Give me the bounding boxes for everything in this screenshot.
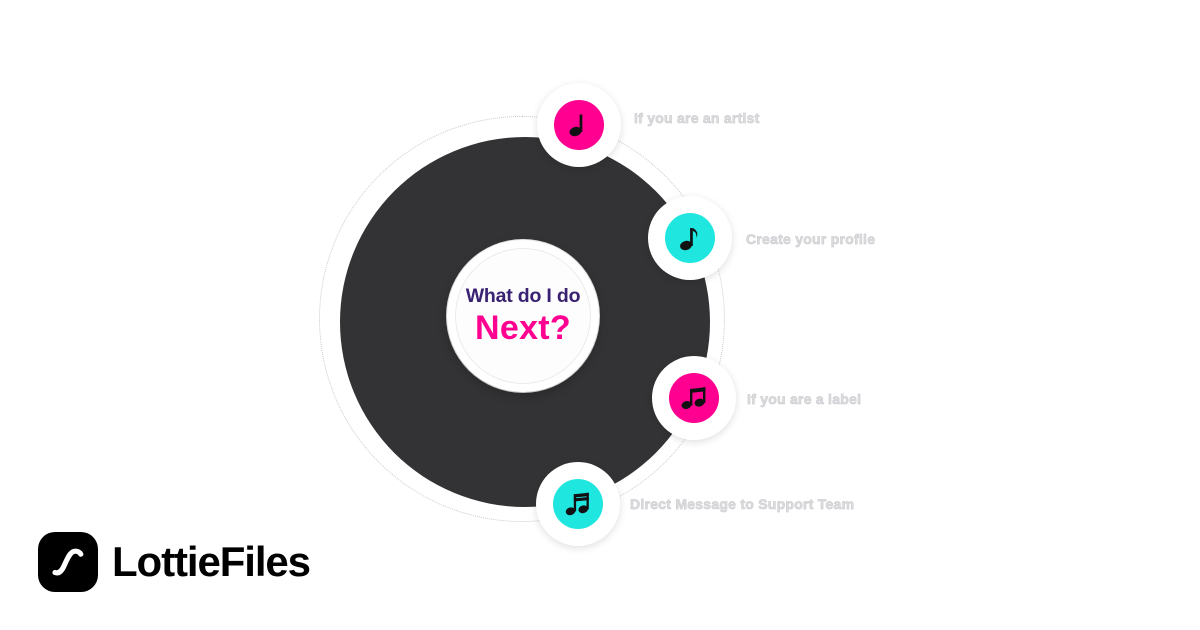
orbit-ring xyxy=(319,116,725,522)
hub-headline-secondary: Next? xyxy=(475,309,571,348)
eighth-note-icon xyxy=(679,225,701,252)
quarter-note-icon xyxy=(568,112,590,138)
node-create-profile-label: Create your profile xyxy=(746,231,876,248)
node-label-disc xyxy=(669,373,719,423)
node-create-profile[interactable] xyxy=(648,196,732,280)
node-label-label: If you are a label xyxy=(747,391,862,408)
brand-lockup: LottieFiles xyxy=(38,532,311,592)
hub-headline-primary: What do I do xyxy=(465,284,581,307)
node-artist[interactable] xyxy=(537,83,621,167)
beamed-sixteenth-notes-icon xyxy=(565,491,591,517)
node-support-disc xyxy=(553,479,603,529)
lottiefiles-logo-icon xyxy=(38,532,98,592)
node-create-profile-disc xyxy=(665,213,715,263)
node-artist-disc xyxy=(554,100,604,150)
center-hub: What do I do Next? xyxy=(447,240,599,392)
node-support[interactable] xyxy=(536,462,620,546)
beamed-eighth-notes-icon xyxy=(681,385,707,411)
brand-name: LottieFiles xyxy=(112,538,311,585)
node-label[interactable] xyxy=(652,356,736,440)
node-support-label: Direct Message to Support Team xyxy=(630,496,855,513)
node-artist-label: If you are an artist xyxy=(634,110,760,127)
